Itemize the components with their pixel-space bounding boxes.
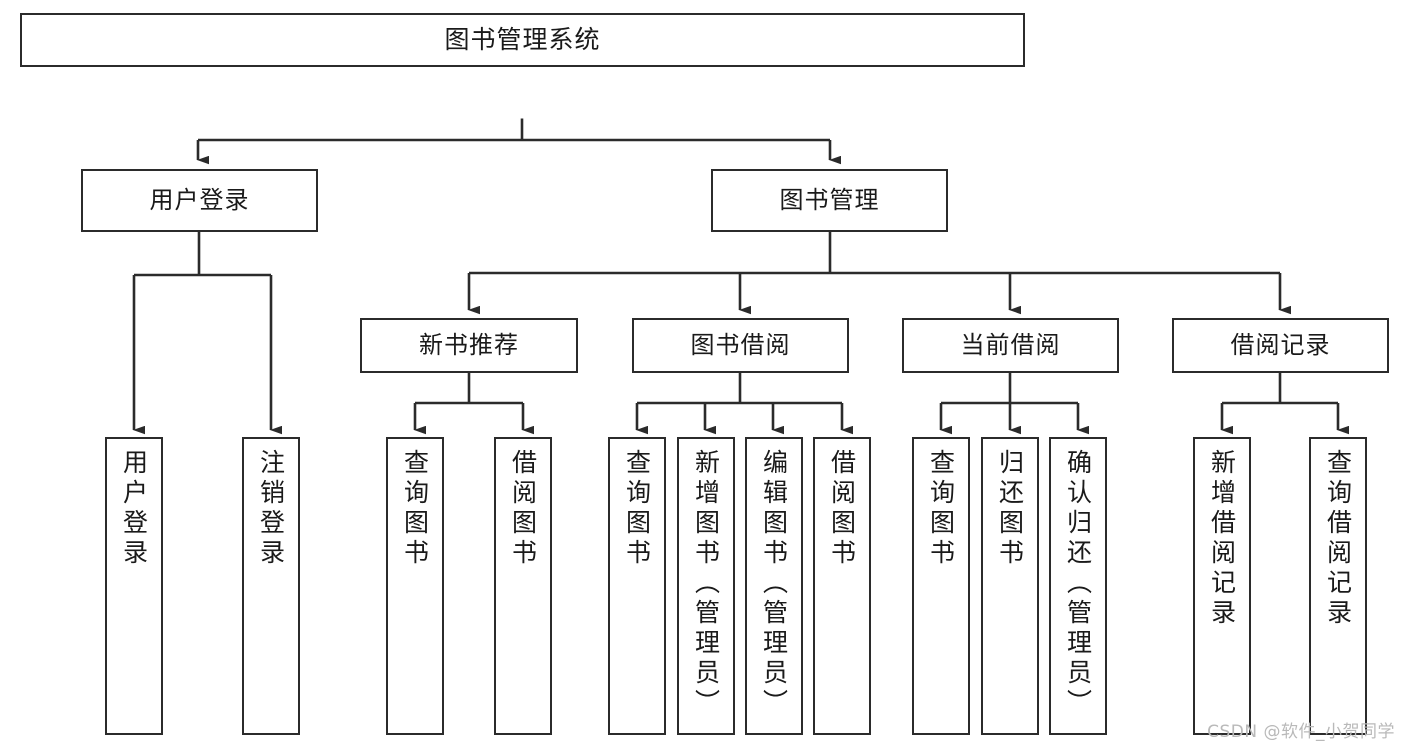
node-root[interactable]: 图书管理系统 (20, 13, 1025, 67)
leaf-confirm-return-admin[interactable]: 确认归还（管理员） (1049, 437, 1107, 735)
leaf-edit-book-admin[interactable]: 编辑图书（管理员） (745, 437, 803, 735)
node-label: 新增图书（管理员） (691, 449, 721, 719)
node-label: 查询图书 (400, 449, 430, 569)
node-label: 注销登录 (256, 449, 286, 569)
leaf-logout[interactable]: 注销登录 (242, 437, 300, 735)
node-book-management[interactable]: 图书管理 (711, 169, 948, 232)
node-label: 新书推荐 (419, 330, 519, 359)
leaf-user-login[interactable]: 用户登录 (105, 437, 163, 735)
node-book-borrow[interactable]: 图书借阅 (632, 318, 849, 373)
node-label: 图书管理 (779, 185, 880, 214)
node-label: 查询借阅记录 (1323, 449, 1353, 629)
leaf-query-book-borrow[interactable]: 查询图书 (608, 437, 666, 735)
node-label: 查询图书 (926, 449, 956, 569)
node-label: 确认归还（管理员） (1063, 449, 1093, 719)
node-label: 新增借阅记录 (1207, 449, 1237, 629)
node-label: 借阅记录 (1230, 330, 1331, 359)
leaf-query-book-newbook[interactable]: 查询图书 (386, 437, 444, 735)
node-label: 归还图书 (995, 449, 1025, 569)
leaf-add-book-admin[interactable]: 新增图书（管理员） (677, 437, 735, 735)
leaf-add-borrow-record[interactable]: 新增借阅记录 (1193, 437, 1251, 735)
leaf-borrow-book-newbook[interactable]: 借阅图书 (494, 437, 552, 735)
leaf-query-borrow-record[interactable]: 查询借阅记录 (1309, 437, 1367, 735)
leaf-return-book[interactable]: 归还图书 (981, 437, 1039, 735)
node-label: 查询图书 (622, 449, 652, 569)
node-current-borrow[interactable]: 当前借阅 (902, 318, 1119, 373)
node-label: 借阅图书 (508, 449, 538, 569)
node-label: 用户登录 (119, 449, 149, 569)
node-new-book-recommend[interactable]: 新书推荐 (360, 318, 578, 373)
node-borrow-record[interactable]: 借阅记录 (1172, 318, 1389, 373)
node-label: 图书管理系统 (444, 24, 601, 54)
leaf-borrow-book[interactable]: 借阅图书 (813, 437, 871, 735)
node-label: 当前借阅 (960, 330, 1061, 359)
csdn-watermark: CSDN @软件_小贺同学 (1207, 722, 1395, 742)
node-label: 借阅图书 (827, 449, 857, 569)
node-user-login[interactable]: 用户登录 (81, 169, 318, 232)
node-label: 图书借阅 (690, 330, 791, 359)
node-label: 用户登录 (149, 185, 250, 214)
leaf-query-book-current[interactable]: 查询图书 (912, 437, 970, 735)
node-label: 编辑图书（管理员） (759, 449, 789, 719)
